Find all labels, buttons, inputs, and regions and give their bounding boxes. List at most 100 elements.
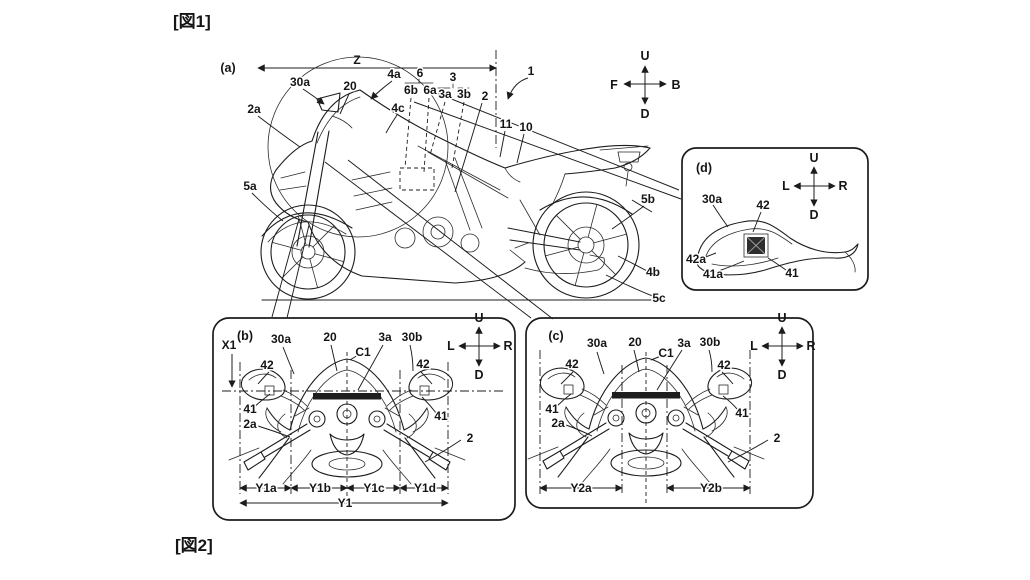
callout-42-right-c: 42: [717, 358, 731, 372]
dim-y2a: Y2a: [570, 481, 592, 495]
panel-a-leaders: [251, 77, 656, 298]
panel-d-callouts: 30a 42 42a 41a 41: [684, 191, 800, 283]
panel-b-callouts: X1 30a 20 C1 3a 30b 42 42 41 41 2a 2: [220, 329, 475, 447]
panel-b-box: [212, 317, 516, 521]
panel-d-box: [681, 147, 869, 291]
panel-c-leaders: [555, 349, 769, 463]
callout-c1-b: C1: [355, 345, 371, 359]
compass-d: U D L R: [782, 151, 847, 222]
dim-y1b: Y1b: [309, 481, 331, 495]
compass-c: U D L R: [750, 311, 815, 382]
compass-b-down: D: [474, 368, 483, 382]
callout-42a-d: 42a: [686, 252, 706, 266]
callout-5a: 5a: [243, 179, 257, 193]
panel-b-label: (b): [237, 329, 253, 343]
callout-c1-c: C1: [658, 346, 674, 360]
callout-41-left-b: 41: [243, 402, 257, 416]
callout-2a-c: 2a: [551, 416, 565, 430]
callout-30a-c: 30a: [587, 336, 607, 350]
callout-20: 20: [343, 79, 357, 93]
compass-d-down: D: [809, 208, 818, 222]
callout-30b-c: 30b: [700, 335, 721, 349]
rear-fender: [539, 196, 633, 215]
panel-b-front-view: (b) Y1a Y1b Y1c Y1d Y1 X1 30a 20 C: [212, 311, 516, 521]
dim-y1a: Y1a: [255, 481, 277, 495]
callout-41-right-c: 41: [735, 406, 749, 420]
callout-42-right-b: 42: [416, 357, 430, 371]
callout-42-d: 42: [756, 198, 770, 212]
projection-lines: [271, 87, 682, 320]
callout-4c: 4c: [391, 101, 405, 115]
callout-5b: 5b: [641, 192, 655, 206]
panel-d-leaders: [702, 204, 787, 273]
compass-a-front: F: [610, 78, 618, 92]
dim-y1: Y1: [338, 496, 353, 510]
compass-d-up: U: [809, 151, 818, 165]
callout-11: 11: [500, 117, 513, 131]
callout-5c: 5c: [652, 291, 666, 305]
front-wheel: [260, 204, 356, 300]
panel-a-label: (a): [220, 61, 235, 75]
compass-a: U D F B: [610, 49, 680, 121]
callout-42-left-b: 42: [260, 358, 274, 372]
panel-c-label: (c): [548, 329, 563, 343]
callout-30a: 30a: [290, 75, 310, 89]
callout-3b: 3b: [457, 87, 471, 101]
compass-b-right: R: [503, 339, 512, 353]
callout-x1: X1: [222, 338, 237, 352]
mirror-side: [316, 92, 341, 113]
callout-41-d: 41: [785, 266, 799, 280]
callout-4a: 4a: [387, 67, 401, 81]
callout-2-b: 2: [467, 431, 474, 445]
callout-3a-c: 3a: [677, 336, 691, 350]
motorcycle-side-view: [260, 89, 666, 301]
figure-2-title: [図2]: [175, 536, 213, 555]
detail-circle: [267, 56, 449, 238]
windscreen-side: [311, 89, 361, 142]
panel-c-dimensions: Y2a Y2b: [539, 480, 751, 497]
callout-41-right-b: 41: [434, 409, 448, 423]
compass-b: U D L R: [447, 311, 512, 382]
callout-42-left-c: 42: [565, 357, 579, 371]
dimension-z-label: Z: [353, 53, 360, 67]
callout-2: 2: [482, 89, 489, 103]
panel-d-detail-view: (d) 30a 42 42a 41a 41 U D L R: [681, 147, 869, 291]
compass-a-down: D: [640, 107, 649, 121]
compass-c-down: D: [777, 368, 786, 382]
callout-6: 6: [417, 66, 424, 80]
panel-c-front-view: (c) Y2a Y2b 30a 20 C1 3a 30b 42 42 41 41…: [525, 311, 816, 509]
callout-3a-b: 3a: [378, 330, 392, 344]
callout-1: 1: [528, 64, 535, 78]
compass-a-back: B: [671, 78, 680, 92]
callout-2a-b: 2a: [243, 417, 257, 431]
compass-b-left: L: [447, 339, 455, 353]
callout-30b-b: 30b: [402, 330, 423, 344]
panel-c-box: [525, 317, 814, 509]
callout-6a: 6a: [423, 83, 437, 97]
compass-b-up: U: [474, 311, 483, 325]
callout-4b: 4b: [646, 265, 660, 279]
compass-d-left: L: [782, 179, 790, 193]
callout-10: 10: [519, 120, 533, 134]
callout-41a-d: 41a: [703, 267, 723, 281]
callout-41-left-c: 41: [545, 402, 559, 416]
compass-c-right: R: [806, 339, 815, 353]
dim-y1c: Y1c: [363, 481, 385, 495]
callout-2-c: 2: [774, 431, 781, 445]
mirror-housing: [696, 220, 859, 276]
dim-y2b: Y2b: [700, 481, 722, 495]
compass-c-up: U: [777, 311, 786, 325]
callout-3: 3: [450, 70, 457, 84]
panel-c-callouts: 30a 20 C1 3a 30b 42 42 41 41 2a 2: [544, 334, 782, 447]
panel-a-side-view: (a) Z U D F B: [220, 49, 682, 320]
compass-c-left: L: [750, 339, 758, 353]
callout-30a-d: 30a: [702, 192, 722, 206]
callout-30a-b: 30a: [271, 332, 291, 346]
panel-d-label: (d): [696, 161, 712, 175]
panel-b-leaders: [253, 344, 462, 463]
callout-20-b: 20: [323, 330, 337, 344]
compass-a-up: U: [640, 49, 649, 63]
rear-wheel: [532, 191, 640, 299]
